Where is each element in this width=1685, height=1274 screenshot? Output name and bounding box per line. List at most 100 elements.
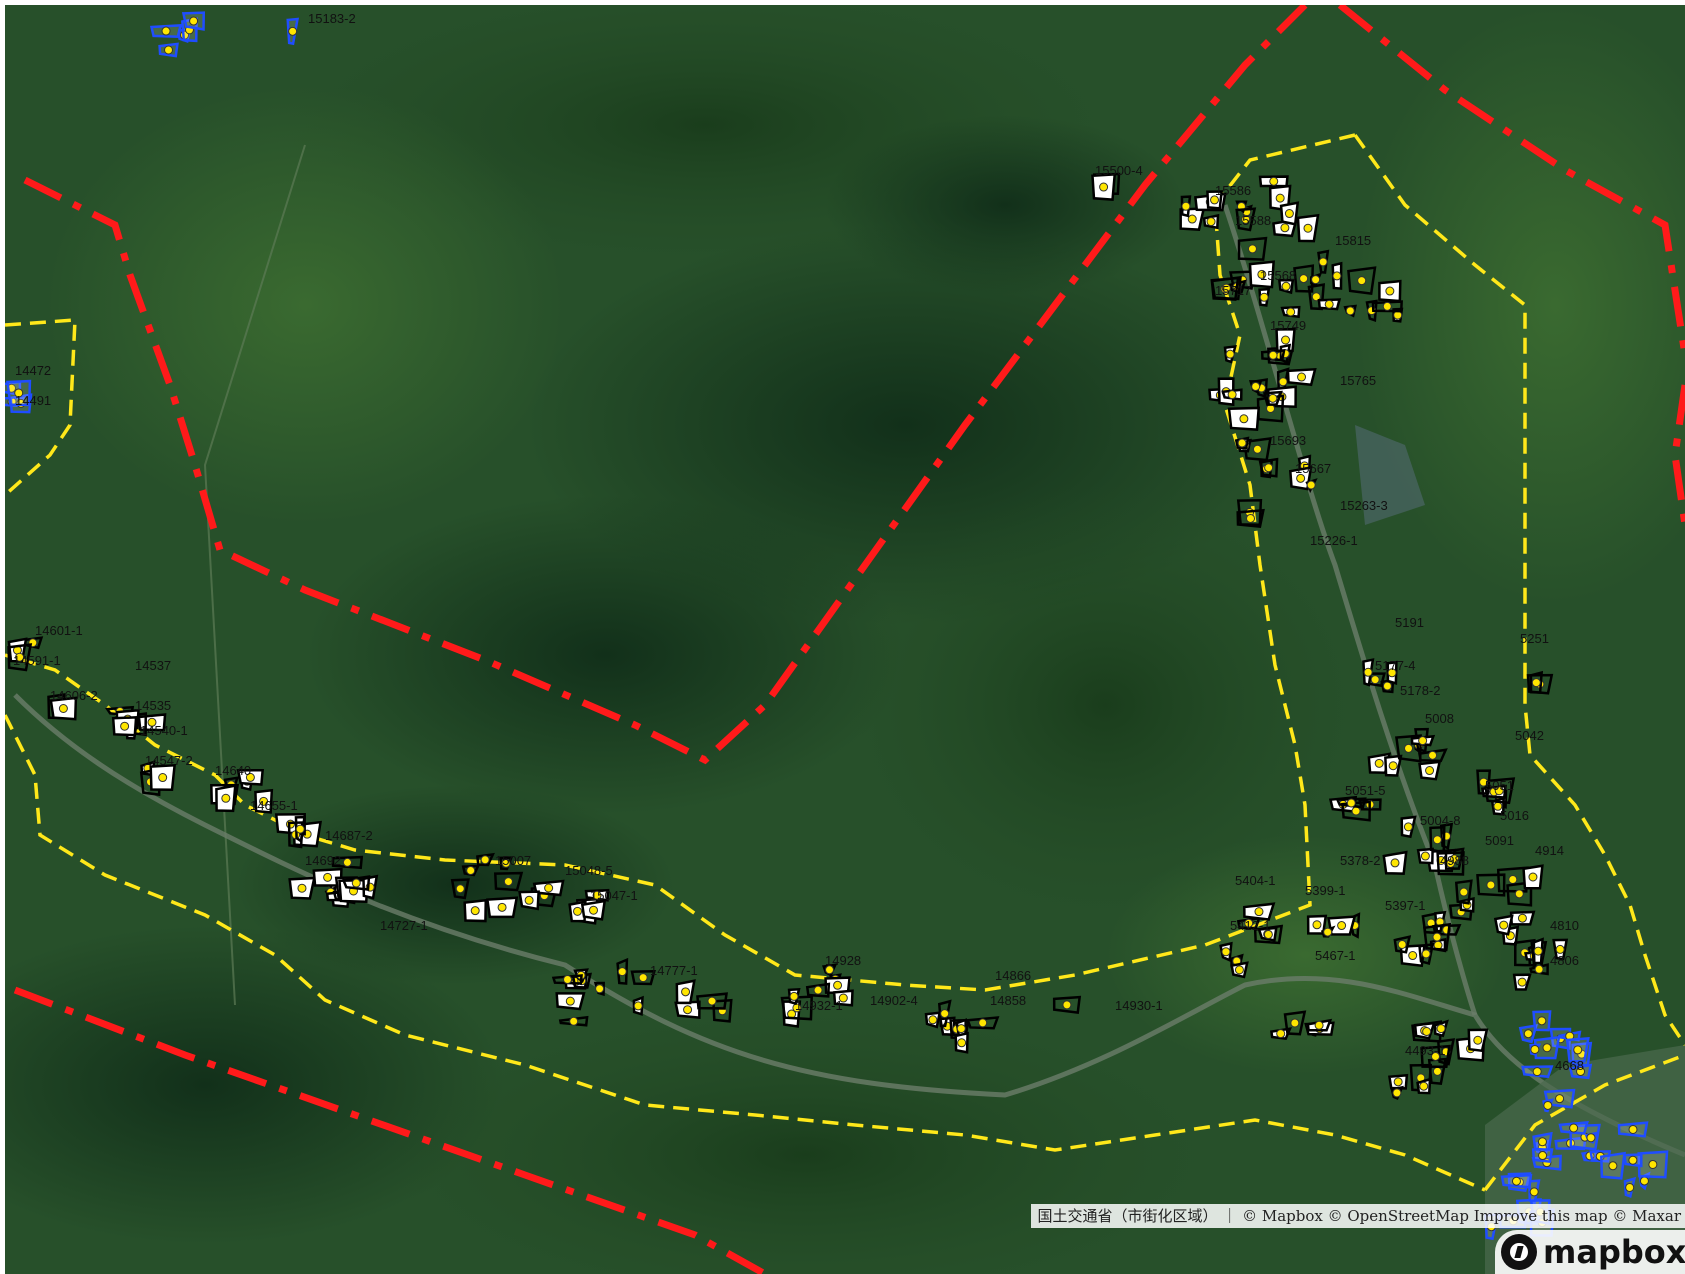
parcel-point-marker[interactable] <box>1281 335 1291 345</box>
parcel-polygon[interactable] <box>630 969 656 986</box>
parcel-point-marker[interactable] <box>1278 377 1288 387</box>
parcel-point-marker[interactable] <box>1432 1066 1442 1076</box>
attribution-mapbox-link[interactable]: © Mapbox <box>1242 1207 1323 1225</box>
parcel-polygon[interactable] <box>499 856 514 871</box>
parcel-polygon[interactable] <box>558 1015 589 1027</box>
parcel-point-marker[interactable] <box>1286 307 1296 317</box>
parcel-point-marker[interactable] <box>595 984 605 994</box>
parcel-point-marker[interactable] <box>15 652 25 662</box>
parcel-polygon[interactable] <box>1526 673 1554 695</box>
attribution-source-link[interactable]: 国土交通省（市街化区域） <box>1037 1207 1218 1225</box>
parcel-point-marker[interactable] <box>1268 350 1278 360</box>
parcel-point-marker[interactable] <box>161 26 171 36</box>
parcel-point-marker[interactable] <box>1486 880 1496 890</box>
parcel-point-marker[interactable] <box>1252 444 1262 454</box>
parcel-point-marker[interactable] <box>1639 1176 1649 1186</box>
parcel-point-marker[interactable] <box>1314 1020 1324 1030</box>
parcel-polygon[interactable] <box>1393 935 1412 954</box>
parcel-point-marker[interactable] <box>544 883 554 893</box>
parcel-point-marker[interactable] <box>789 991 799 1001</box>
parcel-polygon[interactable] <box>1476 873 1506 897</box>
parcel-point-marker[interactable] <box>592 890 602 900</box>
parcel-point-marker[interactable] <box>1459 887 1469 897</box>
parcel-point-marker[interactable] <box>1251 381 1261 391</box>
parcel-point-marker[interactable] <box>1420 851 1430 861</box>
parcel-polygon[interactable] <box>937 999 952 1028</box>
parcel-point-marker[interactable] <box>1206 217 1216 227</box>
parcel-point-marker[interactable] <box>1390 858 1400 868</box>
parcel-point-marker[interactable] <box>1530 1044 1540 1054</box>
parcel-point-marker[interactable] <box>221 793 231 803</box>
parcel-polygon[interactable] <box>1317 249 1330 274</box>
parcel-point-marker[interactable] <box>588 905 598 915</box>
parcel-polygon[interactable] <box>1260 349 1286 362</box>
parcel-point-marker[interactable] <box>1221 283 1231 293</box>
parcel-polygon[interactable] <box>1279 343 1292 364</box>
parcel-point-marker[interactable] <box>1569 1123 1579 1133</box>
parcel-point-marker[interactable] <box>1508 875 1518 885</box>
parcel-point-marker[interactable] <box>1648 1159 1658 1169</box>
parcel-point-marker[interactable] <box>1425 766 1435 776</box>
parcel-polygon[interactable] <box>1293 264 1315 293</box>
parcel-point-marker[interactable] <box>1210 195 1220 205</box>
parcel-point-marker[interactable] <box>288 26 298 36</box>
parcel-point-marker[interactable] <box>1237 438 1247 448</box>
parcel-polygon[interactable] <box>551 974 583 985</box>
parcel-point-marker[interactable] <box>1385 286 1395 296</box>
parcel-point-marker[interactable] <box>1284 209 1294 219</box>
parcel-point-marker[interactable] <box>1388 761 1398 771</box>
parcel-polygon[interactable] <box>1052 995 1082 1015</box>
parcel-point-marker[interactable] <box>1345 306 1355 316</box>
parcel-polygon[interactable] <box>1253 924 1284 945</box>
parcel-point-marker[interactable] <box>1628 1124 1638 1134</box>
parcel-point-marker[interactable] <box>1311 275 1321 285</box>
parcel-point-marker[interactable] <box>813 985 823 995</box>
parcel-point-marker[interactable] <box>1533 946 1543 956</box>
parcel-polygon[interactable] <box>1432 924 1462 936</box>
parcel-point-marker[interactable] <box>1538 1151 1548 1161</box>
parcel-point-marker[interactable] <box>638 973 648 983</box>
parcel-point-marker[interactable] <box>1542 1043 1552 1053</box>
parcel-polygon[interactable] <box>1496 866 1529 893</box>
attribution-osm-link[interactable]: © OpenStreetMap <box>1327 1207 1469 1225</box>
parcel-polygon[interactable] <box>493 871 524 892</box>
parcel-point-marker[interactable] <box>164 45 174 55</box>
parcel-polygon[interactable] <box>287 821 304 849</box>
parcel-point-marker[interactable] <box>1357 276 1367 286</box>
parcel-point-marker[interactable] <box>342 857 352 867</box>
parcel-point-marker[interactable] <box>1430 1051 1440 1061</box>
parcel-point-marker[interactable] <box>1392 1088 1402 1098</box>
parcel-point-marker[interactable] <box>707 996 717 1006</box>
parcel-point-marker[interactable] <box>1419 1081 1429 1091</box>
parcel-point-marker[interactable] <box>1234 965 1244 975</box>
parcel-point-marker[interactable] <box>1290 1018 1300 1028</box>
parcel-point-marker[interactable] <box>323 872 333 882</box>
parcel-point-marker[interactable] <box>573 906 583 916</box>
parcel-point-marker[interactable] <box>1187 214 1197 224</box>
parcel-point-marker[interactable] <box>825 965 835 975</box>
parcel-polygon[interactable] <box>461 864 481 877</box>
parcel-polygon[interactable] <box>1436 851 1465 876</box>
parcel-point-marker[interactable] <box>503 877 513 887</box>
parcel-point-marker[interactable] <box>1257 269 1267 279</box>
parcel-point-marker[interactable] <box>1555 944 1565 954</box>
parcel-point-marker[interactable] <box>1062 1000 1072 1010</box>
parcel-point-marker[interactable] <box>1628 1155 1638 1165</box>
parcel-polygon[interactable] <box>476 852 495 867</box>
parcel-polygon[interactable] <box>1371 300 1403 313</box>
parcel-point-marker[interactable] <box>1511 1176 1521 1186</box>
parcel-point-marker[interactable] <box>1306 480 1316 490</box>
parcel-point-marker[interactable] <box>1499 920 1509 930</box>
parcel-polygon[interactable] <box>1529 670 1544 694</box>
parcel-point-marker[interactable] <box>1625 1182 1635 1192</box>
parcel-point-marker[interactable] <box>1382 301 1392 311</box>
parcel-point-marker[interactable] <box>285 819 295 829</box>
parcel-point-marker[interactable] <box>1281 281 1291 291</box>
parcel-point-marker[interactable] <box>1297 372 1307 382</box>
parcel-point-marker[interactable] <box>245 772 255 782</box>
parcel-point-marker[interactable] <box>158 773 168 783</box>
parcel-point-marker[interactable] <box>1382 681 1392 691</box>
parcel-polygon[interactable] <box>1335 797 1367 809</box>
parcel-polygon[interactable] <box>1411 1020 1443 1043</box>
parcel-point-marker[interactable] <box>1247 244 1257 254</box>
